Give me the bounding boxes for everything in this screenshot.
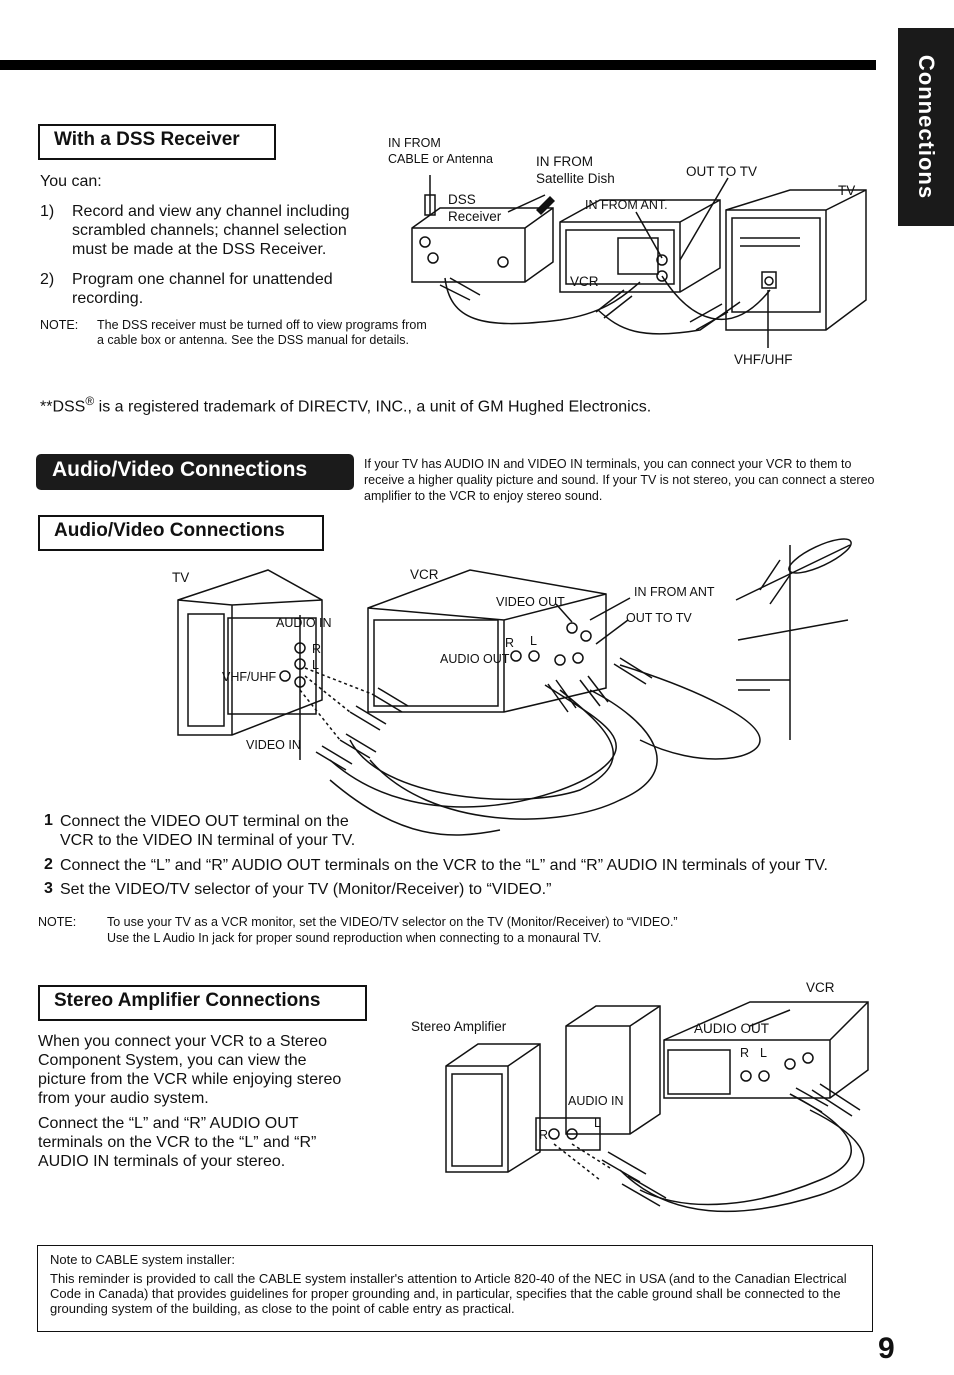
page-number: 9 <box>878 1332 895 1366</box>
lbl-stereo-l: L <box>594 1116 601 1130</box>
cable-note-title: Note to CABLE system installer: <box>50 1252 860 1267</box>
cable-note-text: This reminder is provided to call the CA… <box>50 1271 860 1316</box>
amp-jack-r <box>549 1129 559 1139</box>
speaker-left <box>446 1044 540 1172</box>
lbl-stereo-audio-in: AUDIO IN <box>568 1094 624 1108</box>
vcr-audio-r-jack <box>741 1071 751 1081</box>
speaker-right <box>566 1006 660 1134</box>
lbl-stereo-vcr-l: L <box>760 1046 767 1060</box>
lbl-stereo-vcr: VCR <box>806 980 835 995</box>
lbl-stereo-audio-out: AUDIO OUT <box>694 1021 769 1036</box>
cable-installer-note: Note to CABLE system installer: This rem… <box>37 1245 873 1332</box>
lbl-stereo-vcr-r: R <box>740 1046 749 1060</box>
vcr-other-jack-2 <box>803 1053 813 1063</box>
vcr-audio-l-jack <box>759 1071 769 1081</box>
lbl-stereo-r: R <box>539 1128 548 1142</box>
vcr-other-jack <box>785 1059 795 1069</box>
lbl-stereo-amp: Stereo Amplifier <box>411 1019 506 1034</box>
